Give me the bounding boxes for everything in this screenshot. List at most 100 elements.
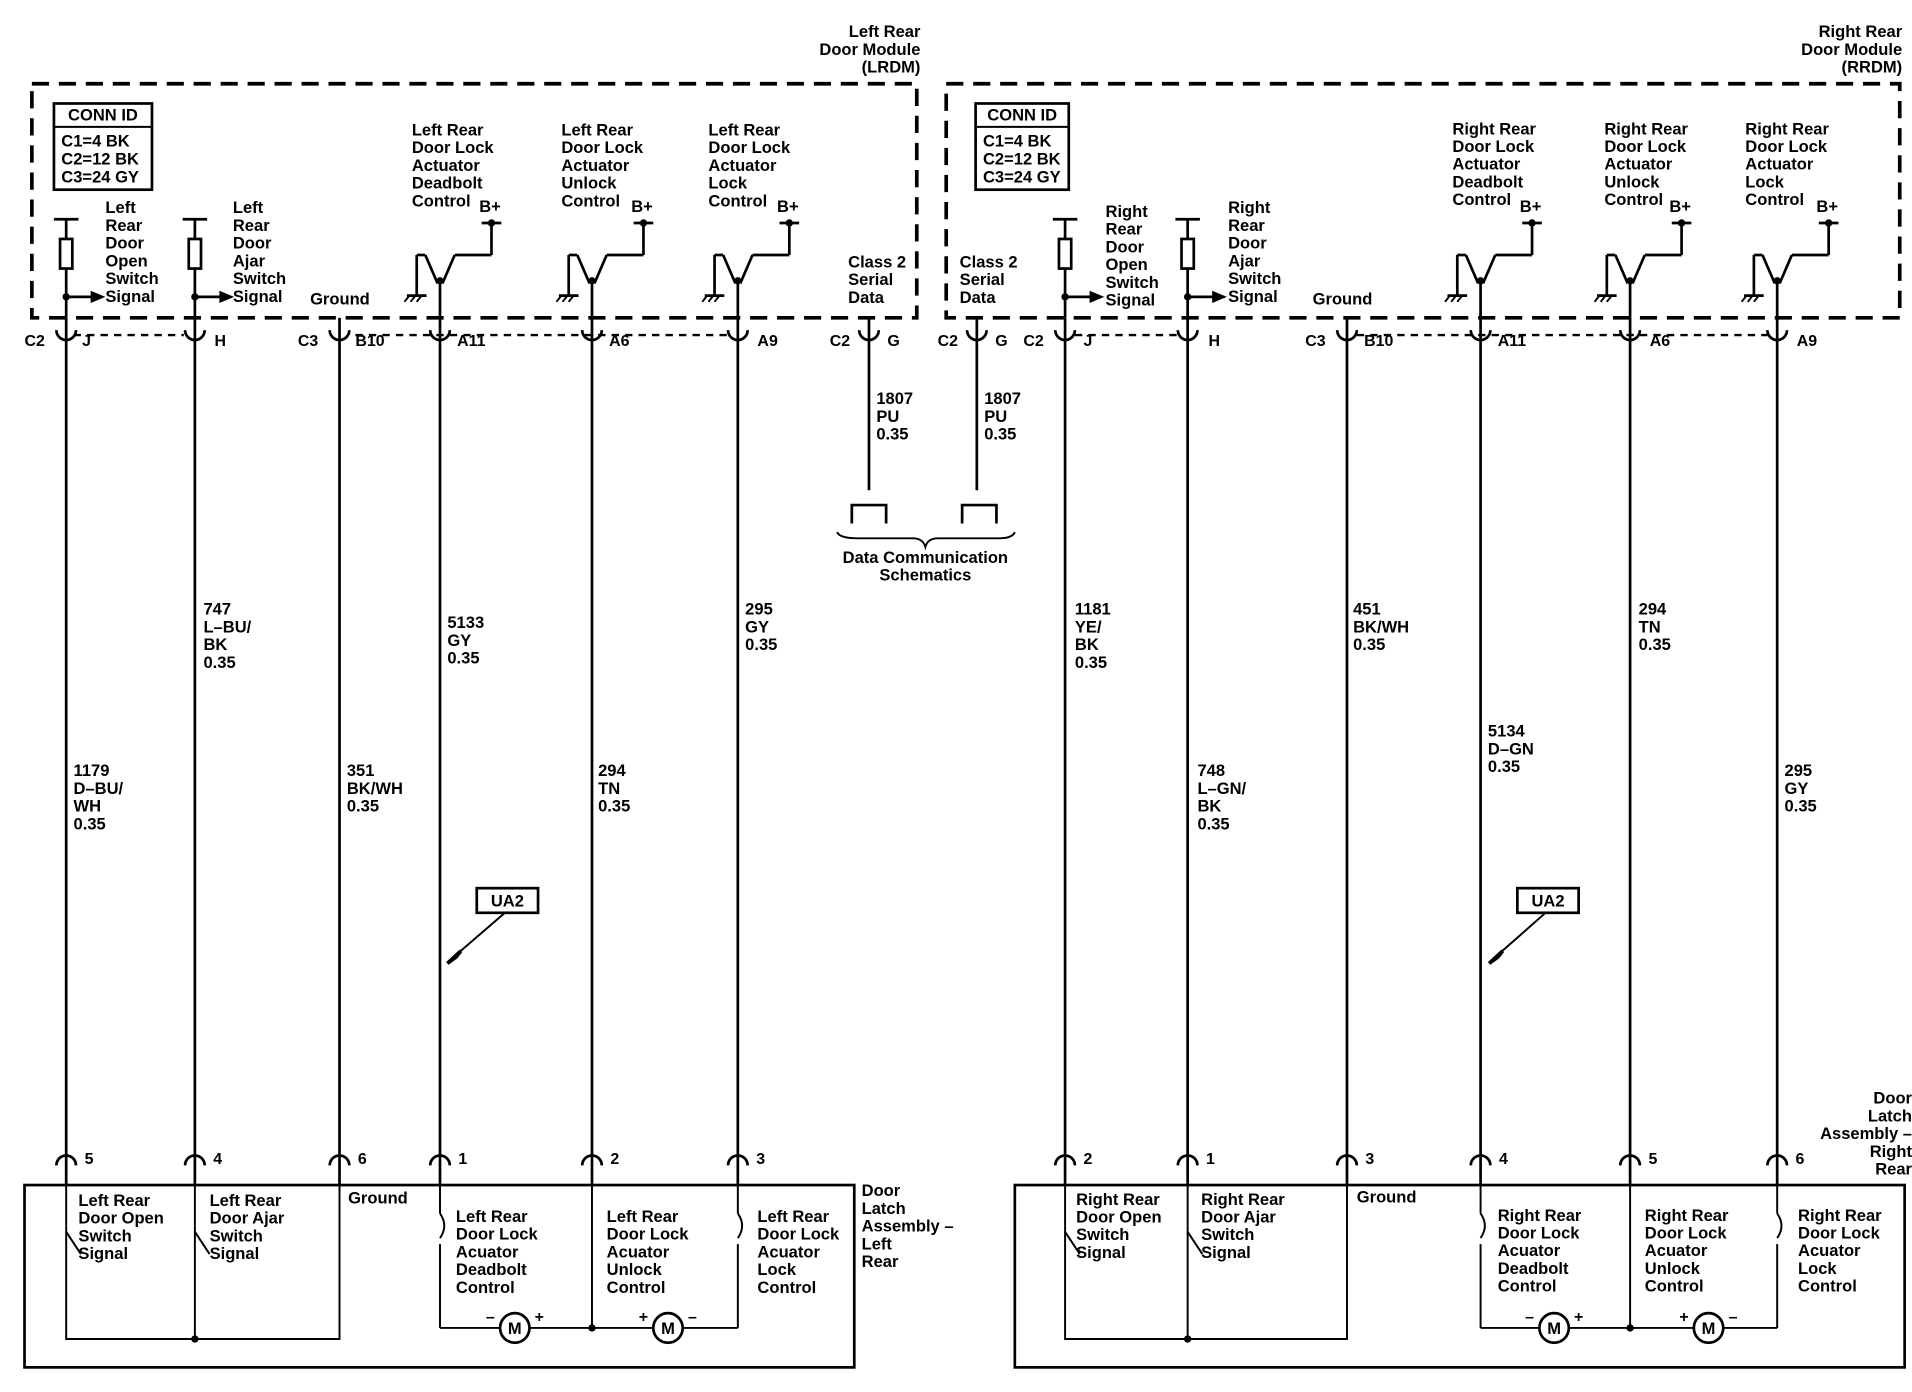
rrdm-output-label-0: Right Rear [1452,119,1536,138]
latch-boxes [23,1183,1906,1369]
right-latch-actuator-1: Door Lock [1645,1223,1728,1242]
rrdm-output-label-2: Door Lock [1745,137,1828,156]
lrdm-title: Left Rear [849,22,921,41]
right-wire-label-0: 1807 [984,389,1021,408]
rrdm-door-open-label: Switch [1106,273,1159,292]
latch-motors: M–+M+–M–+M+– [439,1185,1783,1345]
conn-id-boxes [52,102,1071,192]
rrdm-output-label-2: Lock [1745,172,1784,191]
lrdm-boundary [30,81,919,320]
lrdm-title: Door Module [819,40,920,59]
lrdm-ajar-arrow [219,290,235,304]
left-wire-label-1: BK [203,635,227,654]
right-latch-actuator-0: Right Rear [1498,1206,1582,1225]
right-wire-label-1: 1181 [1075,600,1111,619]
data-comm-label: Data Communication [843,548,1008,567]
rrdm-door-open-label: Signal [1106,290,1156,309]
lrdm-output-label-0: Control [412,191,471,210]
bottom-cup-8 [1335,1154,1359,1166]
top-cup-8 [1053,329,1077,342]
left-wire-label-5: 295 [745,600,773,619]
lrdm-output-label-1: Actuator [561,156,630,175]
rrdm-deadbolt-bplus-label: B+ [1520,197,1542,216]
rrdm-conn-id-list: C2=12 BK [983,149,1061,168]
left-latch-ajar-label: Door Ajar [210,1209,285,1228]
right-latch-actuator-2: Lock [1798,1259,1837,1278]
lrdm-lock-bplus-label: B+ [777,197,799,216]
data-comm-bracket [836,317,1016,551]
lrdm-output-label-1: Left Rear [561,120,633,139]
rrdm-pin-label-5: C3 [1305,333,1325,350]
top-cup-3 [428,329,452,342]
bottom-cup-9 [1469,1154,1492,1166]
left-wire-label-6: 0.35 [876,424,908,443]
left-latch-title: Door [862,1181,901,1200]
left-wire-label-4: 294 [598,761,626,780]
right-motor-symbol-0: M [1547,1319,1561,1338]
lrdm-door-ajar-label: Signal [233,287,283,306]
left-latch-actuator-2: Lock [757,1260,796,1279]
rrdm-class2-label: Serial [960,270,1005,289]
rrdm-pin-label-2: C2 [1023,333,1043,350]
right-latch-actuator-1: Unlock [1645,1259,1701,1278]
right-motor-pol-a-1: + [1679,1309,1688,1326]
right-latch-actuator-0: Acuator [1498,1241,1561,1260]
rrdm-conn-id-box [974,102,1071,192]
left-motor-pol-b-0: + [535,1309,544,1326]
lrdm-pin-label-7: A9 [757,333,777,350]
left-motor-1 [651,1311,685,1345]
right-latch-actuator-2: Acuator [1798,1241,1861,1260]
data-comm-label: Schematics [879,566,971,585]
rrdm-title: Door Module [1801,40,1902,59]
lrdm-pin-label-5: A11 [457,333,485,350]
right-latch-ajar-switch [1186,1231,1204,1255]
top-cup-0 [55,329,78,342]
left-motor-0 [498,1311,531,1345]
right-wire-label-6: GY [1785,779,1809,798]
left-actuator-lock [736,1185,744,1328]
latch-switches [65,1185,1204,1255]
right-wire-label-2: 0.35 [1197,814,1229,833]
lrdm-output-label-2: Lock [708,174,747,193]
right-wire-label-2: 748 [1197,761,1225,780]
rrdm-pin-label-0: C2 [938,333,958,350]
rrdm-door-ajar-label: Ajar [1228,251,1261,270]
left-wire-label-0: WH [74,797,102,816]
right-wire-label-4: 0.35 [1488,757,1520,776]
right-wire-label-5: TN [1639,617,1661,636]
left-wire-label-0: D–BU/ [74,779,124,798]
rrdm-pin-label-1: G [995,333,1007,350]
rrdm-output-label-2: Actuator [1745,155,1814,174]
rrdm-output-label-1: Actuator [1604,155,1673,174]
left-latch-actuator-0: Acuator [456,1242,519,1261]
rrdm-output-label-0: Deadbolt [1452,172,1523,191]
right-latch-open-label: Switch [1076,1225,1129,1244]
lrdm-door-ajar-label: Switch [233,269,286,288]
left-wire-label-5: 0.35 [745,635,777,654]
bottom-cup-2 [328,1154,351,1166]
lrdm-output-label-0: Actuator [412,156,481,175]
right-actuator-lock [1776,1185,1783,1328]
rrdm-lock-bplus-label: B+ [1816,197,1838,216]
lrdm-deadbolt-switch [424,254,439,284]
left-wire-label-3: GY [447,631,471,650]
left-latch-actuator-1: Door Lock [607,1225,690,1244]
lrdm-pin-label-0: C2 [25,333,45,350]
left-latch-ground: Ground [348,1188,408,1207]
lrdm-conn-id-list: C2=12 BK [61,149,139,168]
lrdm-pin-label-3: C3 [298,333,318,350]
left-latch-actuator-1: Acuator [607,1242,670,1261]
left-latch-ajar-switch [194,1231,211,1255]
right-wire-label-0: 0.35 [984,424,1016,443]
lrdm-class2-label: Data [848,288,885,307]
rrdm-class2-label: Class 2 [960,252,1018,271]
right-latch-actuator-2: Right Rear [1798,1206,1882,1225]
right-wire-label-2: BK [1197,797,1221,816]
right-wire-label-5: 0.35 [1639,635,1671,654]
rrdm-pin-label-6: B10 [1364,333,1393,350]
left-latch-pin-0: 5 [85,1151,94,1168]
rrdm-door-ajar-label: Right [1228,198,1271,217]
right-wire-label-4: 5134 [1488,722,1526,741]
rrdm-deadbolt-switch [1464,254,1480,284]
